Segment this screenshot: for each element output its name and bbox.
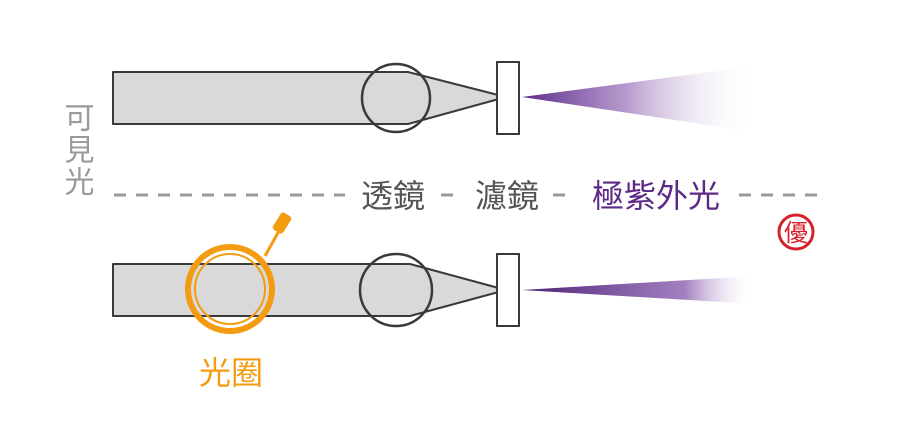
- stamp-circle: [777, 213, 815, 251]
- stamp: 優: [777, 213, 815, 251]
- aperture-knob: [272, 212, 292, 234]
- top-uv-beam: [522, 66, 755, 132]
- visible-light-label: 可見光: [59, 102, 94, 198]
- aperture: [185, 212, 292, 334]
- bottom-uv-beam: [522, 276, 755, 304]
- stamp-text: 優: [784, 219, 808, 247]
- top-filter: [496, 61, 520, 135]
- uv-light-label: 極紫外光: [592, 177, 720, 215]
- aperture-label: 光圈: [199, 354, 263, 392]
- aperture-ring-inner: [194, 253, 266, 325]
- bottom-filter: [496, 253, 520, 327]
- aperture-ring-outer: [185, 244, 275, 334]
- top-optical-path: [112, 61, 755, 135]
- bottom-optical-path: [112, 252, 755, 328]
- top-lens: [360, 62, 432, 134]
- bottom-light-beam: [112, 263, 507, 317]
- bottom-lens: [358, 252, 434, 328]
- filter-label: 濾鏡: [475, 177, 539, 215]
- lens-label: 透鏡: [361, 177, 425, 215]
- top-light-beam: [112, 71, 507, 125]
